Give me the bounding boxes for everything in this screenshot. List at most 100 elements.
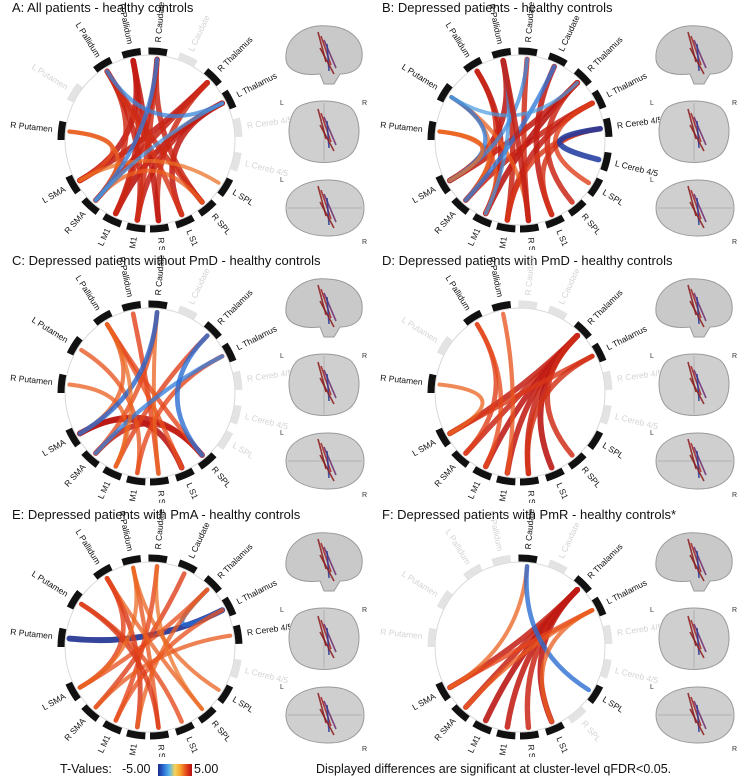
region-arc-r-pallidum	[491, 301, 512, 312]
region-label: R SPL	[210, 211, 234, 236]
region-arc-l-sma	[435, 681, 451, 702]
chord-ring	[64, 307, 236, 479]
brain-axial-view: LR	[280, 430, 367, 499]
connection-l-cereb-4-5-r-cereb-4-5	[557, 125, 604, 163]
region-arc-r-caudate	[518, 47, 538, 57]
region-arc-r-pallidum	[121, 48, 142, 59]
region-arc-l-m1	[472, 720, 493, 735]
orientation-left-label: L	[650, 430, 654, 437]
region-label: L Pallidum	[444, 20, 473, 59]
region-label: R SMA	[432, 716, 458, 743]
chord-ring	[434, 307, 606, 479]
region-label: L M1	[96, 733, 113, 754]
connection-r-thalamus-l-putamen	[449, 80, 580, 118]
region-arc-r-sma	[451, 197, 470, 215]
region-arc-r-s1	[519, 223, 540, 233]
region-label: L Caudate	[186, 266, 212, 306]
region-arc-r-pallidum	[491, 555, 512, 566]
region-label: L M1	[96, 479, 113, 500]
region-arc-l-cereb-4-5	[230, 404, 242, 425]
region-label: R M1	[126, 489, 139, 503]
region-arc-l-thalamus	[591, 342, 607, 363]
region-label: L SPL	[601, 694, 626, 715]
brain-sagittal-view	[655, 278, 733, 338]
chord-ring	[434, 54, 606, 226]
region-arc-l-sma	[435, 174, 451, 195]
region-label: L M1	[96, 226, 113, 247]
tvalue-legend-label: T-Values:	[60, 762, 112, 776]
region-arc-r-spl	[197, 706, 217, 724]
orientation-left-label: L	[280, 684, 284, 691]
region-label: R S1	[156, 237, 168, 250]
region-label: R Pallidum	[117, 256, 135, 298]
connection-l-pallidum-l-m1	[105, 322, 133, 469]
region-arc-l-putamen	[436, 83, 453, 103]
panel-title: E: Depressed patients with PmA - healthy…	[12, 507, 301, 522]
connection-r-spl-r-thalamus	[174, 333, 210, 458]
region-label: L Thalamus	[605, 577, 649, 606]
region-arc-l-pallidum	[93, 56, 113, 73]
region-label: R Thalamus	[215, 34, 254, 73]
orientation-right-label: R	[362, 353, 367, 360]
region-arc-r-cereb-4-5	[602, 370, 613, 391]
region-label: L Putamen	[30, 315, 70, 345]
region-label: L SMA	[40, 184, 67, 205]
region-label: R SPL	[580, 718, 604, 743]
region-arc-l-thalamus	[221, 596, 237, 617]
region-label: R Pallidum	[487, 510, 505, 552]
region-arc-r-putamen	[57, 373, 67, 394]
orientation-right-label: R	[732, 353, 737, 360]
region-label: R Putamen	[10, 627, 54, 641]
region-label: L S1	[184, 228, 200, 248]
region-arc-l-sma	[65, 427, 81, 448]
region-label: R Putamen	[380, 627, 424, 641]
connection-r-caudate-l-spl	[524, 564, 591, 693]
orientation-right-label: R	[362, 492, 367, 499]
region-arc-l-s1	[544, 721, 565, 736]
region-arc-r-m1	[126, 475, 146, 486]
region-arc-l-spl	[217, 177, 234, 197]
brain-axial-view: LR	[650, 177, 737, 246]
region-arc-r-sma	[451, 450, 470, 468]
region-label: R Caudate	[153, 1, 167, 43]
orientation-left-label: L	[280, 430, 284, 437]
orientation-right-label: R	[362, 607, 367, 614]
orientation-left-label: L	[280, 353, 284, 360]
connection-l-m1-l-pallidum	[474, 322, 504, 469]
orientation-right-label: R	[732, 492, 737, 499]
region-label: L Caudate	[556, 13, 582, 53]
region-label: R SMA	[62, 716, 88, 743]
region-arc-r-cereb-4-5	[232, 624, 243, 645]
connection-l-thalamus-l-s1	[539, 608, 595, 724]
region-label: R Caudate	[523, 508, 537, 550]
region-label: R S1	[526, 490, 538, 503]
connection-r-spl-r-thalamus	[544, 333, 580, 458]
region-arc-l-sma	[65, 174, 81, 195]
region-arc-r-putamen	[427, 120, 437, 141]
region-label: L SMA	[40, 691, 67, 712]
panel-title: F: Depressed patients with PmR - healthy…	[382, 507, 677, 522]
panel-title: B: Depressed patients - healthy controls	[382, 0, 613, 15]
region-label: R S1	[526, 237, 538, 250]
region-arc-r-thalamus	[203, 575, 222, 594]
region-label: L Caudate	[186, 13, 212, 53]
region-arc-l-spl	[587, 684, 604, 704]
region-label: L Pallidum	[74, 20, 103, 59]
region-arc-r-putamen	[57, 627, 67, 648]
chord-ring	[64, 561, 236, 733]
region-arc-l-pallidum	[463, 56, 483, 73]
region-label: L SMA	[410, 184, 437, 205]
region-label: L SMA	[410, 437, 437, 458]
region-arc-r-s1	[149, 223, 170, 233]
region-arc-l-caudate	[547, 52, 568, 67]
region-label: L Pallidum	[74, 273, 103, 312]
region-arc-l-caudate	[177, 559, 198, 574]
region-arc-l-thalamus	[591, 596, 607, 617]
region-label: L S1	[554, 481, 570, 501]
panel-title: C: Depressed patients without PmD - heal…	[12, 253, 321, 268]
region-arc-r-cereb-4-5	[232, 370, 243, 391]
region-label: R M1	[496, 489, 509, 503]
